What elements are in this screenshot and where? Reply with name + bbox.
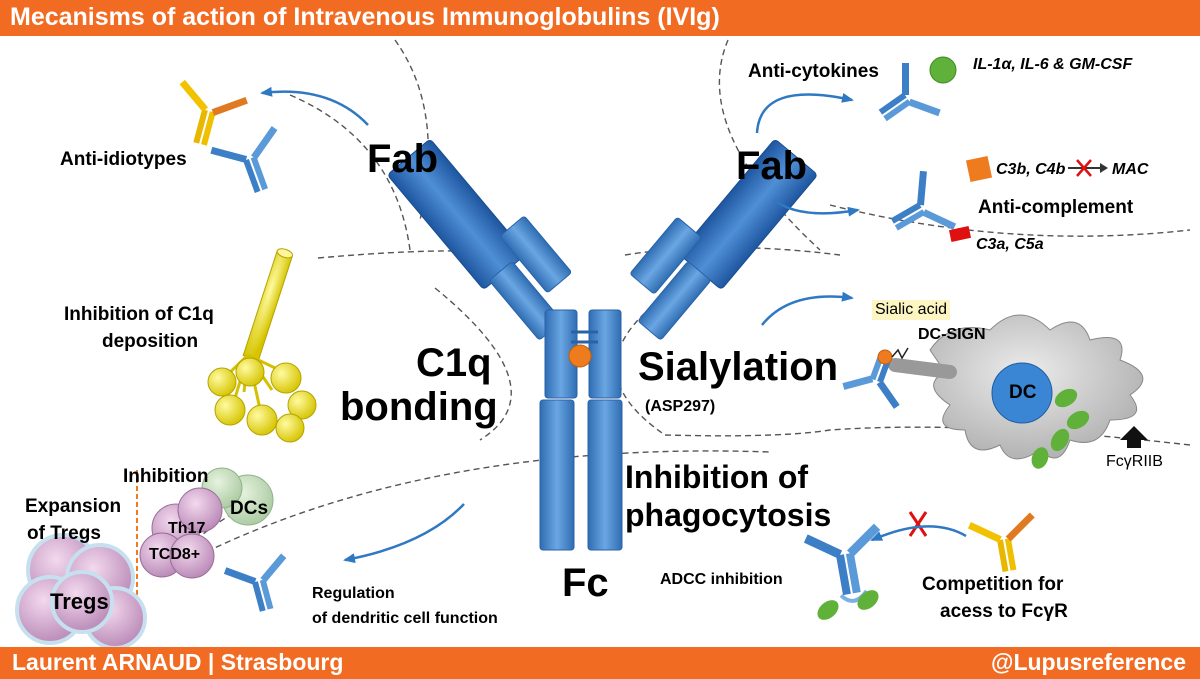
phagocytosis-label-line1: Inhibition of (625, 459, 809, 495)
sialylation-label: Sialylation (638, 345, 839, 389)
fc-label: Fc (562, 561, 609, 605)
regulation-antibody (223, 553, 287, 612)
c1q-deposition-label-line1: Inhibition of C1q (64, 304, 214, 325)
sialic-acid-dot (877, 349, 893, 365)
anti-idiotypes-label: Anti-idiotypes (60, 149, 187, 170)
sialic-acid-label: Sialic acid (872, 300, 951, 320)
c3b-c4b-label: C3b, C4b (996, 161, 1066, 178)
c3a-c5a-label: C3a, C5a (976, 236, 1044, 253)
competition-label-line2: acess to FcγR (940, 601, 1068, 622)
arrows (260, 86, 967, 564)
regulation-label-line1: Regulation (312, 585, 395, 602)
blocked-x (908, 511, 928, 537)
anti-cytokines-label: Anti-cytokines (748, 61, 879, 82)
fcgriib-label: FcγRIIB (1106, 453, 1163, 470)
asp297-label: (ASP297) (645, 398, 716, 415)
dc-cell (888, 314, 1144, 469)
cytokine-ball (929, 56, 957, 84)
central-antibody (388, 139, 817, 551)
fcgriib-up-arrow (1120, 426, 1148, 448)
c1q-deposition-label-line2: deposition (102, 331, 199, 352)
expansion-label-line1: Expansion (25, 496, 122, 517)
fab-left-label: Fab (367, 137, 439, 181)
cell-cluster (15, 467, 274, 650)
anti-idiotype-blue-antibody (210, 126, 278, 193)
anti-idiotype-yellow-antibody (179, 79, 248, 146)
cytokines-label: IL-1α, IL-6 & GM-CSF (973, 56, 1133, 73)
anti-cytokine-antibody (878, 63, 941, 122)
dc-sign-label: DC-SIGN (918, 326, 986, 343)
phagocytosis-label-line2: phagocytosis (625, 497, 832, 533)
footer-handle: @Lupusreference (991, 649, 1186, 675)
th17-label: Th17 (168, 520, 206, 537)
c1q-label-line1: C1q (416, 341, 492, 385)
tregs-label: Tregs (50, 589, 109, 614)
mac-blocked-arrow (1068, 159, 1108, 177)
c3a-rect (948, 226, 972, 242)
adcc-label: ADCC inhibition (660, 571, 783, 588)
c1q-label-line2: bonding (340, 385, 498, 429)
competition-yellow-antibody (967, 512, 1035, 573)
c1q-molecule (207, 248, 317, 443)
header-bar: Mecanisms of action of Intravenous Immun… (0, 0, 1200, 36)
fab-right-label: Fab (736, 144, 808, 188)
regulation-label-line2: of dendritic cell function (312, 610, 498, 627)
competition-label-line1: Competition for (922, 574, 1064, 595)
mac-label: MAC (1112, 161, 1149, 178)
expansion-label-line2: of Tregs (27, 523, 101, 544)
anti-complement-antibody (890, 170, 957, 231)
dcs-label: DCs (230, 498, 269, 519)
page-title: Mecanisms of action of Intravenous Immun… (10, 3, 720, 31)
dc-label: DC (1009, 382, 1037, 403)
anti-complement-label: Anti-complement (978, 197, 1134, 218)
tcd8-label: TCD8+ (149, 546, 201, 563)
c3b-square (965, 155, 993, 183)
inhibition-label: Inhibition (123, 466, 209, 487)
sialylated-antibody (842, 351, 900, 409)
footer-bar: Laurent ARNAUD | Strasbourg @Lupusrefere… (0, 647, 1200, 679)
footer-author: Laurent ARNAUD | Strasbourg (12, 649, 344, 675)
